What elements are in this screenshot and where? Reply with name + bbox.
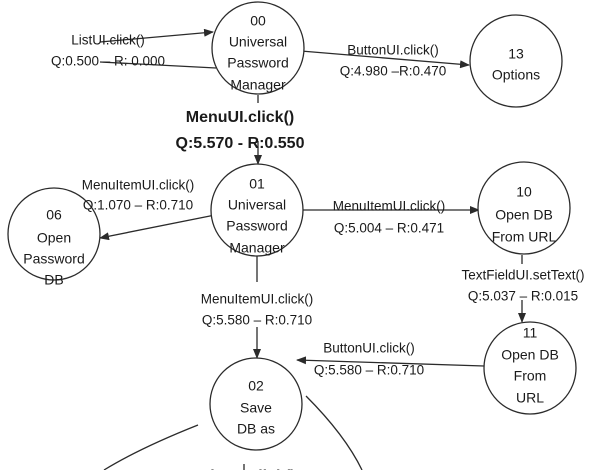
edge-label-01-to-10: MenuItemUI.click() Q:5.004 – R:0.471 bbox=[333, 199, 446, 236]
state-node-circle bbox=[483, 321, 577, 415]
state-node-label: URL bbox=[516, 390, 544, 406]
state-node-label: 00 bbox=[250, 13, 266, 29]
edges-layer bbox=[99, 28, 526, 470]
state-node-label: Universal bbox=[228, 197, 286, 213]
edge-connector-segment bbox=[103, 424, 199, 470]
edge-metric-label: Q:5.570 - R:0.550 bbox=[176, 135, 305, 152]
state-node-label: Password bbox=[23, 251, 84, 267]
edge-action-label: MenuItemUI.click() bbox=[333, 199, 446, 214]
edge-arrow-00-to-13 bbox=[300, 50, 470, 69]
state-node-circle bbox=[7, 187, 101, 281]
state-node-label: 11 bbox=[523, 325, 538, 341]
edge-arrow-01-to-06 bbox=[99, 214, 216, 241]
edge-metric-label: Q:5.004 – R:0.471 bbox=[334, 221, 444, 236]
edge-label-cut-off: ListUI.click() bbox=[200, 468, 295, 470]
state-node-label: 13 bbox=[508, 46, 524, 62]
edge-arrow-listui-into-00 bbox=[99, 28, 214, 43]
state-node-label: Password bbox=[226, 218, 287, 234]
edge-labels-layer: ListUI.click()Q:0.500 – R: 0.000ButtonUI… bbox=[51, 33, 585, 378]
state-node-label: 06 bbox=[46, 207, 62, 223]
edge-metric-label: Q:5.580 – R:0.710 bbox=[314, 363, 424, 378]
state-node-label: DB as bbox=[237, 421, 275, 437]
state-node-label: Password bbox=[227, 55, 288, 71]
state-node-label: From bbox=[514, 368, 547, 384]
edge-arrow-11-to-02 bbox=[296, 356, 485, 367]
state-node-label: Open bbox=[37, 230, 71, 246]
edge-action-label: MenuItemUI.click() bbox=[201, 292, 314, 307]
edge-action-label: ListUI.click() bbox=[71, 33, 145, 48]
edge-action-label: MenuItemUI.click() bbox=[82, 178, 195, 193]
state-node-label: DB bbox=[44, 272, 63, 288]
state-node-label: Manager bbox=[229, 240, 285, 256]
edge-label-00-to-01: MenuUI.click() Q:5.570 - R:0.550 bbox=[176, 109, 305, 152]
edge-metric-label: Q:5.037 – R:0.015 bbox=[468, 289, 578, 304]
edge-label-01-to-02: MenuItemUI.click() Q:5.580 – R:0.710 bbox=[201, 292, 314, 328]
state-node-label: 10 bbox=[516, 184, 532, 200]
nodes-layer: 00UniversalPasswordManager13Options01Uni… bbox=[7, 1, 577, 451]
edge-label-listui-into-00: ListUI.click() Q:0.500 – R: 0.000 bbox=[51, 33, 165, 69]
edge-label-00-to-13: ButtonUI.click() Q:4.980 –R:0.470 bbox=[340, 43, 447, 79]
edge-label-01-to-06: MenuItemUI.click() Q:1.070 – R:0.710 bbox=[82, 178, 195, 213]
state-node-label: Save bbox=[240, 400, 272, 416]
state-node-label: Universal bbox=[229, 34, 287, 50]
edge-action-label: ButtonUI.click() bbox=[323, 341, 415, 356]
edge-action-label: TextFieldUI.setText() bbox=[461, 268, 584, 283]
state-node-label: 01 bbox=[249, 176, 265, 192]
state-node-circle bbox=[210, 163, 304, 257]
edge-metric-label: Q:5.580 – R:0.710 bbox=[202, 313, 312, 328]
state-node-label: Open DB bbox=[495, 207, 553, 223]
edge-action-label: MenuUI.click() bbox=[186, 109, 294, 126]
state-node-circle bbox=[477, 161, 571, 255]
state-node-circle bbox=[211, 1, 305, 95]
edge-connector-segment bbox=[305, 395, 363, 470]
edge-metric-label: Q:1.070 – R:0.710 bbox=[83, 198, 193, 213]
edge-metric-label: Q:4.980 –R:0.470 bbox=[340, 64, 447, 79]
partial-layer: ListUI.click() bbox=[200, 468, 295, 470]
edge-label-11-to-02: ButtonUI.click() Q:5.580 – R:0.710 bbox=[314, 341, 424, 378]
state-node-circle bbox=[209, 357, 303, 451]
state-node-label: Open DB bbox=[501, 347, 559, 363]
edge-label-10-to-11: TextFieldUI.setText() Q:5.037 – R:0.015 bbox=[461, 268, 584, 304]
state-node-label: Manager bbox=[230, 77, 286, 93]
edge-metric-label: Q:0.500 – R: 0.000 bbox=[51, 54, 165, 69]
edge-action-label: ButtonUI.click() bbox=[347, 43, 439, 58]
state-node-label: Options bbox=[492, 67, 540, 83]
edge-connector-segment bbox=[99, 61, 217, 69]
state-node-label: 02 bbox=[248, 378, 264, 394]
state-node-label: From URL bbox=[492, 229, 557, 245]
state-node-circle bbox=[469, 14, 563, 108]
